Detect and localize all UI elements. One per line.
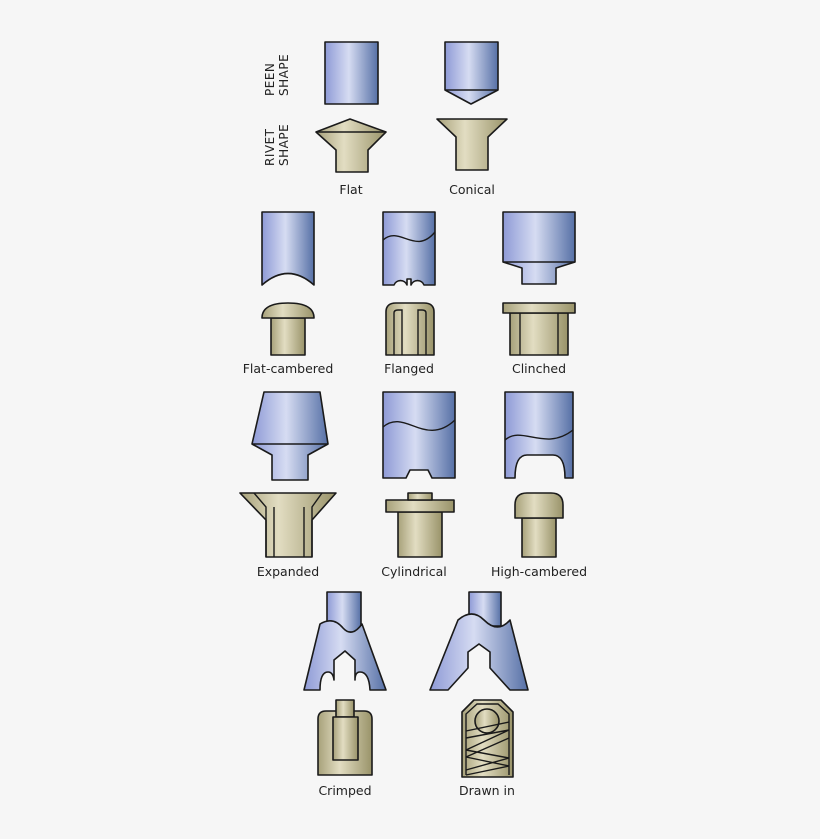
label-crimped: Crimped (318, 783, 371, 798)
flat-cambered-peen (261, 211, 315, 286)
expanded-peen (251, 391, 329, 481)
drawn-in-rivet (461, 699, 514, 778)
cylindrical-rivet (385, 492, 455, 558)
high-cambered-peen (504, 391, 574, 479)
label-drawn-in: Drawn in (459, 783, 515, 798)
flat-rivet (315, 118, 387, 173)
clinched-peen (502, 211, 576, 285)
conical-peen (444, 41, 499, 105)
flanged-peen (382, 211, 436, 286)
svg-text:SHAPE: SHAPE (277, 54, 291, 96)
label-flat-cambered: Flat-cambered (243, 361, 334, 376)
expanded-rivet (239, 492, 337, 558)
drawn-in-peen (429, 591, 529, 691)
label-flat: Flat (339, 182, 362, 197)
flat-cambered-rivet (261, 302, 315, 356)
flanged-rivet (385, 302, 435, 356)
svg-text:SHAPE: SHAPE (277, 124, 291, 166)
label-clinched: Clinched (512, 361, 566, 376)
clinched-rivet (502, 302, 576, 356)
label-cylindrical: Cylindrical (381, 564, 447, 579)
rivet-shape-header: RIVET SHAPE (263, 124, 291, 166)
high-cambered-rivet (514, 492, 564, 558)
crimped-rivet (317, 699, 373, 776)
label-flanged: Flanged (384, 361, 434, 376)
label-high-cambered: High-cambered (491, 564, 587, 579)
label-expanded: Expanded (257, 564, 319, 579)
label-conical: Conical (449, 182, 495, 197)
flat-peen (324, 41, 379, 105)
conical-rivet (436, 118, 508, 171)
crimped-peen (303, 591, 387, 691)
svg-text:PEEN: PEEN (263, 63, 277, 96)
svg-text:RIVET: RIVET (263, 128, 277, 166)
cylindrical-peen (382, 391, 456, 479)
peen-shape-header: PEEN SHAPE (263, 54, 291, 96)
